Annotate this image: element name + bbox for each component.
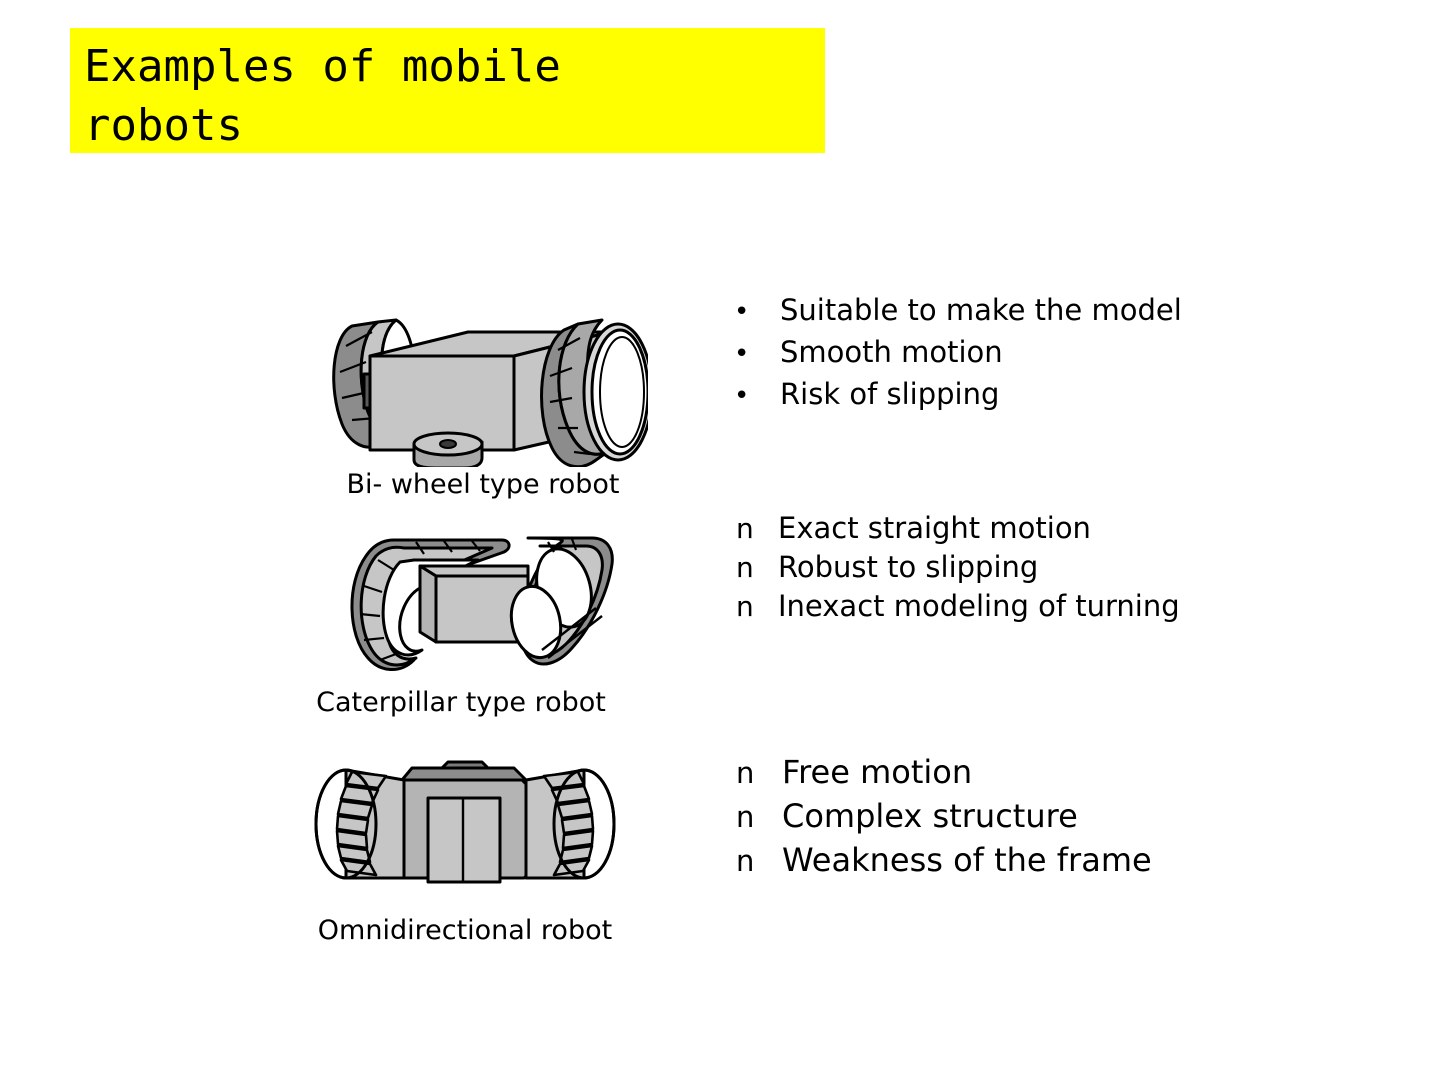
bullet-text: Complex structure (782, 797, 1078, 835)
list-item: • Smooth motion (734, 335, 1182, 369)
bullet-text: Free motion (782, 753, 973, 791)
bullet-text: Robust to slipping (778, 550, 1039, 584)
list-item: n Weakness of the frame (736, 844, 1152, 876)
list-item: n Complex structure (736, 800, 1152, 832)
bullet-list-omnidirectional: n Free motion n Complex structure n Weak… (736, 756, 1152, 888)
bullet-marker-icon: • (734, 381, 750, 411)
caterpillar-robot-icon (350, 536, 614, 671)
bullet-marker-icon: n (736, 590, 754, 623)
bullet-text: Suitable to make the model (780, 293, 1182, 327)
title-banner: Examples of mobile robots (70, 28, 825, 153)
list-item: n Exact straight motion (736, 514, 1180, 543)
list-item: • Risk of slipping (734, 377, 1182, 411)
list-item: • Suitable to make the model (734, 293, 1182, 327)
bi-wheel-robot-icon (332, 318, 648, 467)
figure-caterpillar-robot: Caterpillar type robot (296, 530, 626, 718)
figure-caption-bi-wheel: Bi- wheel type robot (346, 469, 620, 500)
figure-bi-wheel-robot: Bi- wheel type robot (318, 292, 648, 500)
bullet-text: Inexact modeling of turning (778, 589, 1180, 623)
list-item: n Inexact modeling of turning (736, 592, 1180, 621)
bullet-marker-icon: n (736, 844, 755, 878)
bullet-marker-icon: n (736, 756, 755, 790)
list-item: n Robust to slipping (736, 553, 1180, 582)
list-item: n Free motion (736, 756, 1152, 788)
bullet-marker-icon: n (736, 551, 754, 584)
figure-omnidirectional-robot: Omnidirectional robot (300, 758, 630, 946)
bullet-marker-icon: • (734, 339, 750, 369)
figure-caption-caterpillar: Caterpillar type robot (316, 687, 606, 718)
bullet-marker-icon: • (734, 297, 750, 327)
bullet-list-bi-wheel: • Suitable to make the model • Smooth mo… (734, 296, 1182, 422)
bullet-text: Smooth motion (780, 335, 1003, 369)
bullet-marker-icon: n (736, 800, 755, 834)
bullet-text: Exact straight motion (778, 511, 1091, 545)
figure-caption-omnidirectional: Omnidirectional robot (317, 915, 613, 946)
bullet-marker-icon: n (736, 512, 754, 545)
bullet-list-caterpillar: n Exact straight motion n Robust to slip… (736, 514, 1180, 631)
bullet-text: Risk of slipping (780, 377, 1000, 411)
bullet-text: Weakness of the frame (782, 841, 1152, 879)
page-title: Examples of mobile robots (84, 41, 561, 151)
omnidirectional-robot-icon (314, 760, 616, 884)
